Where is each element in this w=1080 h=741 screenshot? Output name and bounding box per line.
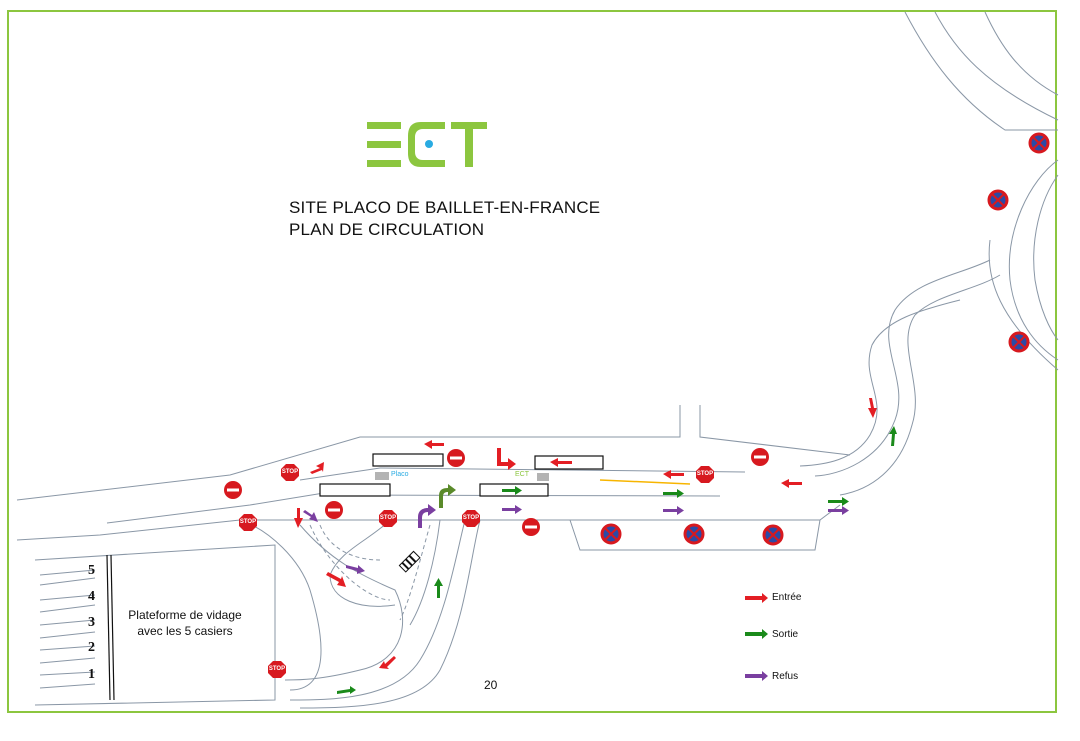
casier-number: 4 — [88, 589, 95, 604]
sortie-arrow — [889, 426, 897, 446]
refus-arrow — [502, 505, 522, 514]
casier-number: 2 — [88, 640, 95, 655]
booth-bottom-left — [319, 483, 391, 497]
legend-arrow-sortie — [745, 629, 768, 639]
ect-logo — [367, 122, 487, 167]
legend-arrow-refus — [745, 671, 768, 681]
refus-arrow — [663, 506, 684, 515]
no-parking-sign — [762, 524, 784, 546]
entree-arrow — [424, 440, 444, 449]
no-entry-signs — [224, 448, 769, 536]
no-parking-sign — [1008, 331, 1030, 353]
stop-signs — [239, 464, 714, 678]
ect-booth-label: ECT — [515, 471, 529, 478]
casier-number: 1 — [88, 667, 95, 682]
entree-arrow — [379, 656, 396, 669]
sortie-arrow — [439, 484, 456, 508]
roads — [16, 405, 851, 709]
platform-label-line2: avec les 5 casiers — [137, 624, 233, 638]
roundabout — [799, 11, 1059, 496]
stop-sign-label: STOP — [462, 515, 480, 521]
refus-arrow — [346, 565, 365, 574]
no-parking-signs — [600, 132, 1050, 546]
entree-arrows — [294, 398, 877, 669]
stop-sign-label: STOP — [281, 469, 299, 475]
no-entry-sign — [751, 448, 769, 466]
legend-arrow-entree — [745, 593, 768, 603]
no-parking-sign — [1028, 132, 1050, 154]
stop-sign — [696, 466, 714, 483]
map-subtitle: PLAN DE CIRCULATION — [289, 220, 485, 239]
sortie-arrow — [434, 578, 443, 598]
no-parking-sign — [683, 523, 705, 545]
stop-sign-label: STOP — [239, 519, 257, 525]
legend-refus-label: Refus — [772, 671, 799, 682]
no-entry-sign — [325, 501, 343, 519]
stop-sign-label: STOP — [268, 666, 286, 672]
map-title: SITE PLACO DE BAILLET-EN-FRANCE — [289, 198, 601, 217]
no-entry-sign — [447, 449, 465, 467]
sortie-arrow — [828, 497, 849, 506]
refus-arrows — [303, 504, 849, 681]
entree-arrow — [310, 462, 324, 474]
entree-arrow — [663, 470, 684, 479]
entree-arrow — [294, 508, 303, 528]
stop-sign-label: STOP — [379, 515, 397, 521]
booths — [319, 453, 604, 497]
no-entry-sign — [522, 518, 540, 536]
no-parking-sign — [600, 523, 622, 545]
entree-arrow — [326, 572, 346, 587]
map-frame — [7, 10, 1057, 713]
stop-sign-label: STOP — [696, 471, 714, 477]
entree-arrow — [550, 458, 572, 467]
page-number: 20 — [484, 678, 498, 692]
refus-arrow — [828, 506, 849, 515]
no-parking-sign — [987, 189, 1009, 211]
platform — [34, 544, 276, 706]
platform-label-line1: Plateforme de vidage — [128, 608, 242, 622]
placo-box — [375, 472, 389, 480]
refus-arrow — [303, 510, 318, 522]
entree-arrow — [781, 479, 802, 488]
legend-sortie-label: Sortie — [772, 629, 799, 640]
casier-number: 5 — [88, 563, 95, 578]
stop-sign — [281, 464, 299, 481]
sortie-arrow — [337, 686, 356, 694]
stop-sign — [379, 510, 397, 527]
hatched-block — [398, 550, 421, 573]
sortie-arrow — [502, 486, 522, 495]
entree-arrow — [868, 398, 877, 418]
ect-box — [537, 473, 549, 481]
booth-top-left — [372, 453, 444, 467]
entree-arrow — [497, 448, 516, 470]
dashed-lines — [309, 524, 431, 621]
yellow-line — [599, 479, 691, 485]
refus-arrow — [418, 504, 436, 528]
no-entry-sign — [224, 481, 242, 499]
platform-label: Plateforme de vidage avec les 5 casiers — [110, 607, 260, 639]
sortie-arrows — [337, 426, 897, 694]
stop-sign — [462, 510, 480, 527]
stop-sign — [268, 661, 286, 678]
stop-sign — [239, 514, 257, 531]
sortie-arrow — [663, 489, 684, 498]
legend-entree-label: Entrée — [772, 592, 802, 603]
placo-booth-label: Placo — [391, 471, 409, 478]
casier-number: 3 — [88, 615, 95, 630]
